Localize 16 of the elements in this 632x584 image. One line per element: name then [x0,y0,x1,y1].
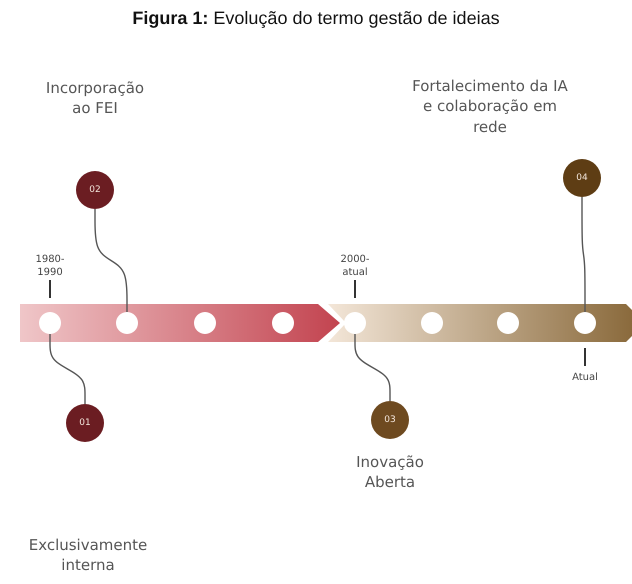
numbered-circle: 01 [66,404,104,442]
milestone-caption: Incorporação ao FEI [44,78,146,118]
leader-line [581,197,586,312]
milestone-caption: Fortalecimento da IA e colaboração em rede [411,76,569,137]
numbered-circle: 03 [371,401,409,439]
leader-line [49,334,86,404]
period-label: Atual [571,372,599,384]
numbered-circle: 04 [563,159,601,197]
milestone-caption: Inovação Aberta [355,452,425,492]
milestone-caption: Exclusivamente interna [28,535,148,576]
numbered-circle: 02 [76,171,114,209]
period-label: 1980-1990 [34,254,66,279]
leader-line [354,334,391,401]
leader-line [94,209,128,312]
period-label: 2000-atual [339,254,371,279]
figure-title: Figura 1: Evolução do termo gestão de ideias [131,8,501,29]
